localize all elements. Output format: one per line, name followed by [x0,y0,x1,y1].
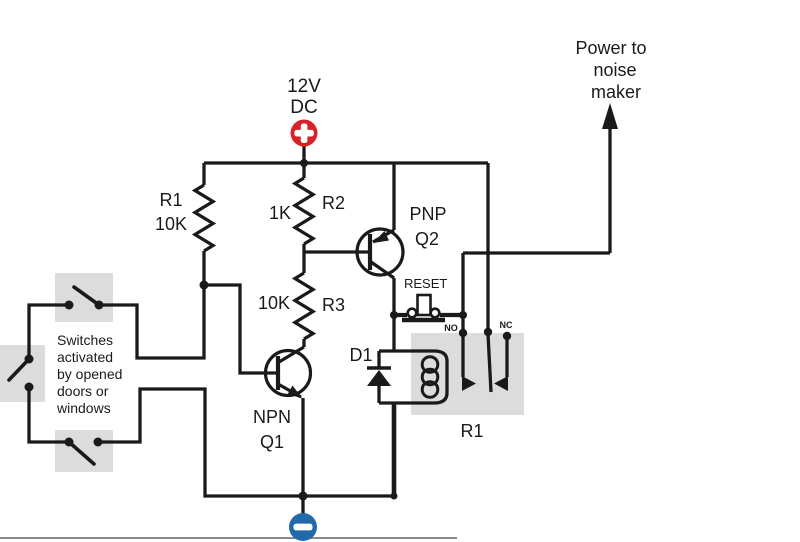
relay-common-terminal [483,327,493,337]
relay-nc-arrow-icon [494,376,508,391]
switch-loop-return-and-ground-rail [98,387,394,498]
switch-loop-left-top [27,303,69,359]
resistor-r2-zigzag [291,176,317,246]
top-switch-shade [55,273,113,322]
transistor-q1-npn [263,348,313,398]
relay-no-terminal [458,328,468,338]
q1-name-label: Q1 [260,432,284,452]
r1-name-label: R1 [159,190,182,210]
relay-shade [411,333,524,415]
output-label-line3: maker [591,82,641,102]
left-switch-shade [0,345,45,402]
relay-coil-outline [433,349,449,405]
q2-emitter-arrow-icon [373,231,389,243]
switch-note-line2: activated [57,349,113,365]
top-switch-lever [72,285,101,307]
r1-value-label: 10K [155,214,187,234]
plus-icon-bar [294,129,314,137]
q1-emitter-arrow-icon [287,385,302,398]
noise-maker-arrowhead-icon [602,103,618,129]
reset-contact-right [429,307,441,319]
r3-value-label: 10K [258,293,290,313]
q2-type-label: PNP [409,204,446,224]
q2-collector-line [370,260,395,280]
highlight-boxes [0,273,524,472]
reset-contact-left [406,307,418,319]
reset-button[interactable] [406,293,441,319]
relay-nc-terminal [502,331,512,341]
d1-anode-triangle-icon [367,370,391,386]
resistor-r3-zigzag [291,271,317,341]
resistor-r1-zigzag [191,183,217,253]
relay-nc-label: NC [500,320,513,330]
switch-note-line1: Switches [57,332,113,348]
switch-note-line5: windows [56,400,111,416]
relay-no-label: NO [444,323,458,333]
d1-name-label: D1 [349,345,372,365]
switch-loop-upper [99,285,206,360]
switch-loop-left-bottom [27,387,69,444]
left-switch-lever [7,357,31,382]
relay-name-label: R1 [460,421,483,441]
relay-coil-loops [420,355,440,399]
q2-name-label: Q2 [415,229,439,249]
supply-voltage-label: 12V [287,76,321,97]
output-label-line1: Power to [575,38,646,58]
relay-no-arrow-icon [462,376,476,391]
r2-name-label: R2 [322,193,345,213]
reset-button-plunger[interactable] [416,293,432,317]
switch-note-line4: doors or [57,383,109,399]
bottom-switch-shade [55,430,113,472]
junction-dots [24,159,512,501]
q1-base-wire [204,283,278,375]
labels: 12V DC R1 10K 1K R2 10K R3 PNP Q2 RESET … [56,38,647,452]
negative-terminal [289,513,317,541]
bottom-switch-lever [67,440,96,466]
q1-collector-line [278,345,305,364]
switch-note: Switches activated by opened doors or wi… [56,332,122,416]
supply-dc-label: DC [290,97,317,118]
minus-icon [293,523,313,531]
positive-terminal [290,119,318,147]
reset-label: RESET [404,276,447,291]
output-label-line2: noise [593,60,636,80]
q1-type-label: NPN [253,407,291,427]
r3-name-label: R3 [322,295,345,315]
transistor-q2-pnp [355,227,405,277]
relay-common-lever [486,333,493,393]
switch-note-line3: by opened [57,366,122,382]
r2-value-label: 1K [269,203,291,223]
